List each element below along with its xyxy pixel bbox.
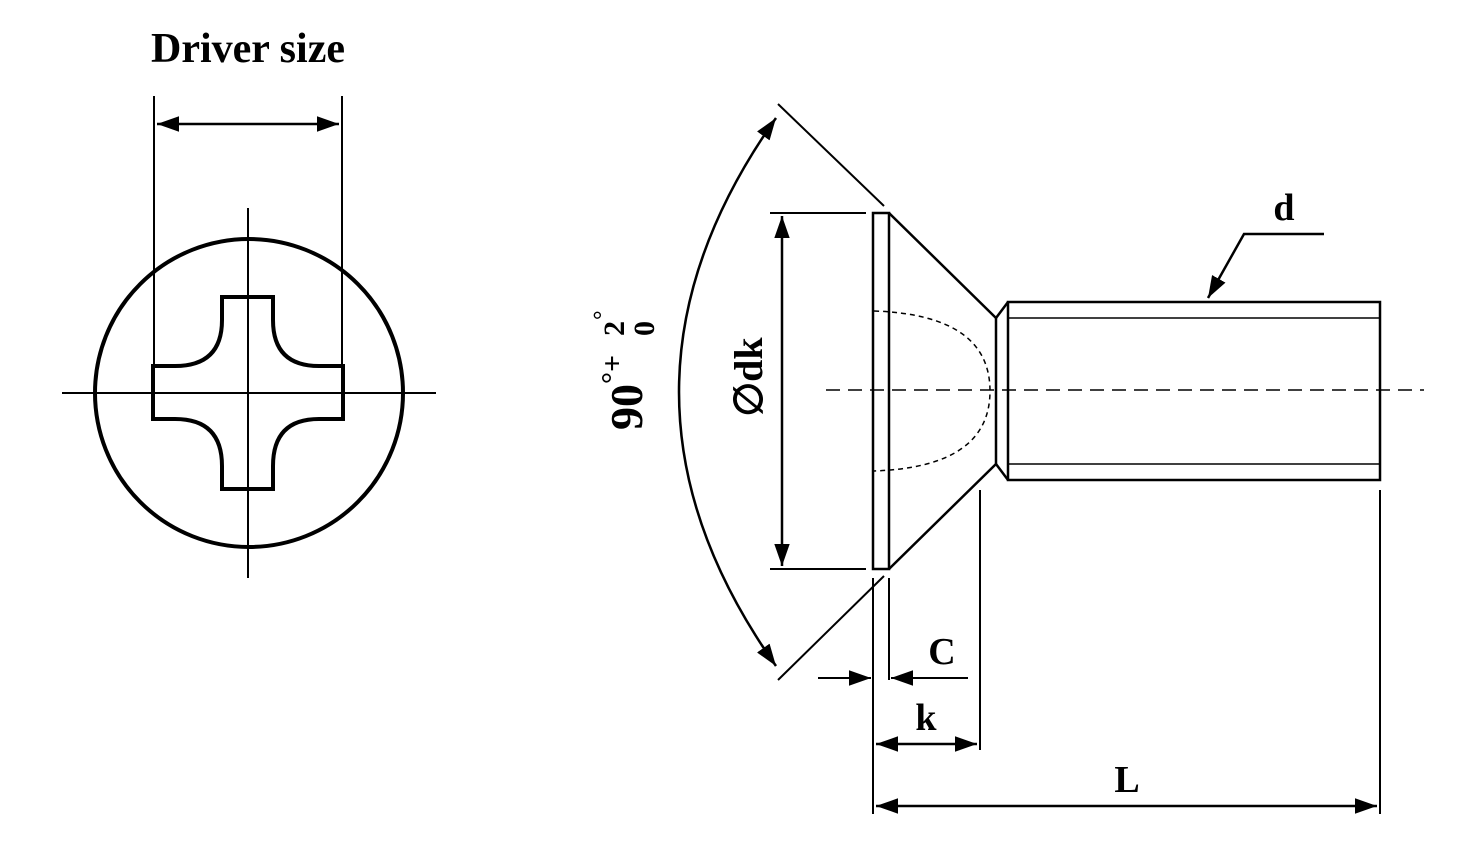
svg-text:90°+: 90°+ <box>596 355 652 430</box>
thread-chamfer-lower <box>995 463 1009 481</box>
thread-diameter-leader <box>1206 232 1324 299</box>
angle-label: 90°+ 2 ° 0 <box>590 310 661 430</box>
head-chamfer-lower <box>888 463 997 570</box>
phillips-cross-recess <box>151 295 345 491</box>
angle-tolerance-upper: 2 <box>598 321 631 336</box>
threaded-shank <box>1006 300 1382 482</box>
angle-dimension-arc <box>677 117 778 667</box>
head-top-flat <box>871 211 891 571</box>
side-view: 90°+ 2 ° 0 ∅dk d C <box>590 103 1424 814</box>
front-view: Driver size <box>62 26 436 578</box>
driver-size-label: Driver size <box>151 26 345 72</box>
head-diameter-label: ∅dk <box>726 337 771 417</box>
angle-degree-sign: ° <box>596 372 629 384</box>
recess-depth-hidden-line <box>873 310 991 472</box>
chamfer-label: C <box>928 631 955 673</box>
angle-plus-sign: + <box>596 355 629 372</box>
angle-extension-upper <box>777 103 885 207</box>
angle-tolerance-lower: 0 <box>628 321 661 336</box>
angle-tolerance-upper-degree: ° <box>590 310 616 320</box>
angle-extension-lower <box>777 575 885 681</box>
length-label: L <box>1114 759 1139 801</box>
thread-diameter-label: d <box>1273 187 1294 229</box>
thread-chamfer-upper <box>995 301 1009 319</box>
angle-main-text: 90 <box>601 384 652 430</box>
head-chamfer-upper <box>888 212 997 319</box>
head-height-label: k <box>915 697 937 739</box>
